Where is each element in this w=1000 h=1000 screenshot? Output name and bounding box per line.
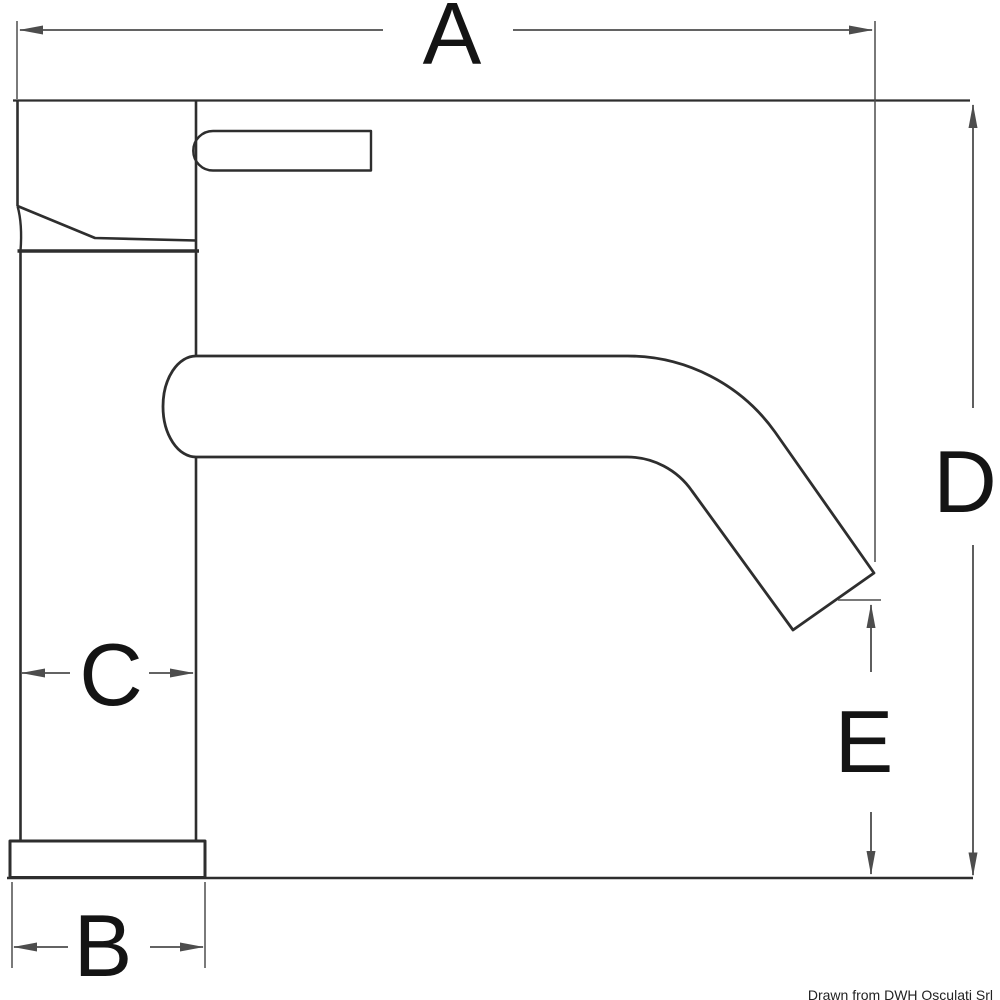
dim-e-arrow-down-icon (866, 851, 876, 875)
dimension-b: B (11, 882, 206, 995)
dimension-c: C (21, 625, 194, 724)
dimension-a: A (16, 0, 876, 562)
dim-label-c: C (79, 625, 143, 724)
dim-e-arrow-up-icon (866, 604, 876, 628)
dim-c-arrow-left-icon (21, 668, 45, 678)
dim-a-arrow-right-icon (849, 25, 873, 35)
dim-d-arrow-up-icon (968, 104, 978, 128)
dim-label-b: B (74, 896, 133, 995)
dim-label-e: E (835, 692, 894, 791)
collar-left-curve (16, 205, 23, 252)
dim-b-arrow-right-icon (180, 942, 204, 952)
dim-b-arrow-left-icon (13, 942, 37, 952)
credit-text: Drawn from DWH Osculati Srl (808, 987, 993, 1000)
base-plinth (8, 839, 207, 879)
dimension-e: E (835, 599, 894, 875)
dimension-d: D (933, 104, 997, 877)
dim-label-a: A (423, 0, 482, 83)
head-bottom-slant-edge (17, 204, 197, 242)
faucet-outline (7, 99, 973, 880)
dim-a-arrow-left-icon (19, 25, 43, 35)
dim-d-arrow-down-icon (968, 852, 978, 877)
spout (161, 354, 876, 632)
dim-c-arrow-right-icon (170, 668, 194, 678)
handle-lever (192, 129, 373, 172)
dim-label-d: D (933, 432, 997, 531)
